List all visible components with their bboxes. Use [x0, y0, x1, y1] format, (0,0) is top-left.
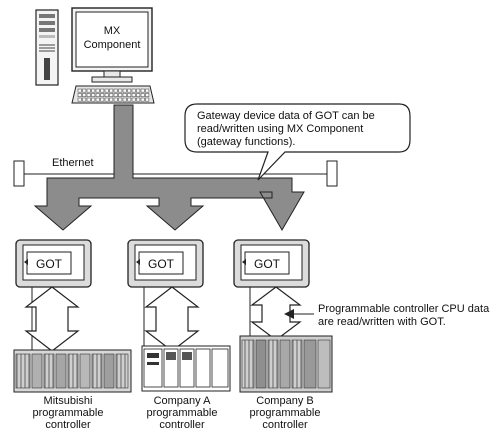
callout-bubble [184, 103, 411, 181]
got-unit-2 [127, 239, 204, 288]
controller-3-line2: programmable [249, 407, 321, 419]
controller-1-line2: programmable [32, 407, 104, 419]
callout-line1: Gateway device data of GOT can be [197, 110, 375, 122]
pc-tower-icon [35, 9, 59, 86]
monitor-icon [71, 7, 153, 83]
note-line2: are read/written with GOT. [318, 316, 446, 328]
computer-label-line2: Component [83, 39, 141, 51]
callout-line2: read/written using MX Component [197, 123, 364, 135]
controller-2-line3: controller [159, 419, 205, 431]
got-label-2: GOT [148, 257, 174, 271]
note-line1: Programmable controller CPU data [318, 303, 490, 315]
gateway-arrows [33, 104, 305, 231]
note-pointer-arrow [284, 309, 314, 319]
double-arrow-1 [24, 286, 80, 352]
controller-2-line1: Company A [153, 395, 211, 407]
controller-3-line1: Company B [256, 395, 314, 407]
company-a-plc-rack [141, 345, 231, 392]
got-label-1: GOT [36, 257, 62, 271]
mitsubishi-plc-rack [13, 349, 132, 393]
double-arrow-2 [144, 286, 200, 352]
got-unit-3 [233, 239, 310, 288]
ethernet-line [13, 160, 338, 187]
controller-1-line1: Mitsubishi [43, 395, 93, 407]
callout-line3: (gateway functions). [197, 136, 296, 148]
ethernet-label: Ethernet [52, 157, 94, 169]
got-label-3: GOT [254, 257, 280, 271]
keyboard-icon [71, 85, 155, 104]
controller-1-line3: controller [45, 419, 91, 431]
controller-3-line3: controller [262, 419, 308, 431]
got-unit-1 [15, 239, 92, 288]
company-b-plc-rack [239, 335, 333, 393]
controller-2-line2: programmable [146, 407, 218, 419]
computer-label-line1: MX [103, 25, 121, 37]
connection-lines [31, 287, 251, 350]
